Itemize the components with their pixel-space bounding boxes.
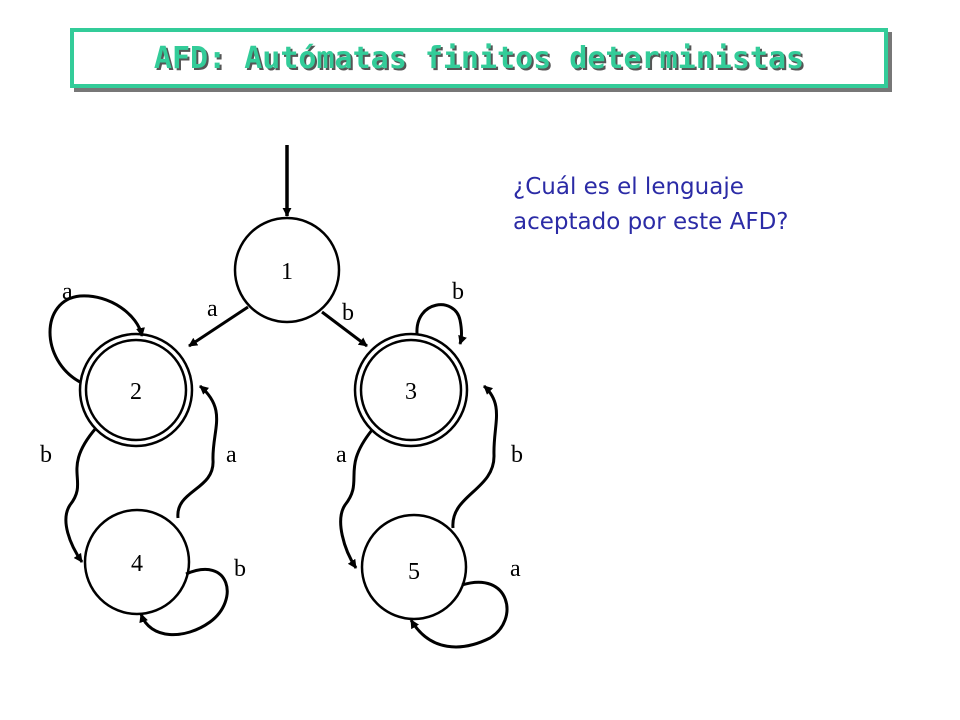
edge-label-2-4: b xyxy=(40,442,52,468)
question-line-2: aceptado por este AFD? xyxy=(513,209,789,235)
edge-1-to-3 xyxy=(321,310,368,348)
state-label-2: 2 xyxy=(130,379,142,405)
state-4: 4 xyxy=(83,508,191,616)
state-3: 3 xyxy=(353,332,469,448)
title-box: AFD: Autómatas finitos deterministas xyxy=(70,28,888,88)
state-5: 5 xyxy=(360,513,468,621)
edge-3-to-5 xyxy=(339,429,374,569)
question-line-1: ¿Cuál es el lenguaje xyxy=(513,174,744,200)
edge-1-to-2 xyxy=(188,305,249,348)
state-label-3: 3 xyxy=(405,379,417,405)
edge-2-to-4 xyxy=(64,427,98,563)
edge-label-5-5: a xyxy=(510,556,521,582)
edge-4-self-loop xyxy=(139,567,229,636)
state-2: 2 xyxy=(78,332,194,448)
edge-2-self-loop xyxy=(48,294,145,384)
edge-label-3-5: a xyxy=(336,442,347,468)
state-label-1: 1 xyxy=(281,259,293,285)
edge-label-3-3: b xyxy=(452,279,464,305)
edge-label-1-3: b xyxy=(342,300,354,326)
edge-label-2-2: a xyxy=(62,279,73,305)
edge-label-4-2: a xyxy=(226,442,237,468)
edge-label-5-3: b xyxy=(511,442,523,468)
state-label-4: 4 xyxy=(131,551,143,577)
edge-5-self-loop xyxy=(409,580,509,649)
edge-label-1-2: a xyxy=(207,296,218,322)
question-text: ¿Cuál es el lenguaje aceptado por este A… xyxy=(513,170,789,240)
page-title: AFD: Autómatas finitos deterministas xyxy=(153,40,805,76)
state-1: 1 xyxy=(233,216,341,324)
edge-4-to-2 xyxy=(176,384,219,519)
edge-label-4-4: b xyxy=(234,556,246,582)
edge-3-self-loop xyxy=(415,303,467,345)
edge-5-to-3 xyxy=(451,384,498,529)
state-label-5: 5 xyxy=(408,559,420,585)
